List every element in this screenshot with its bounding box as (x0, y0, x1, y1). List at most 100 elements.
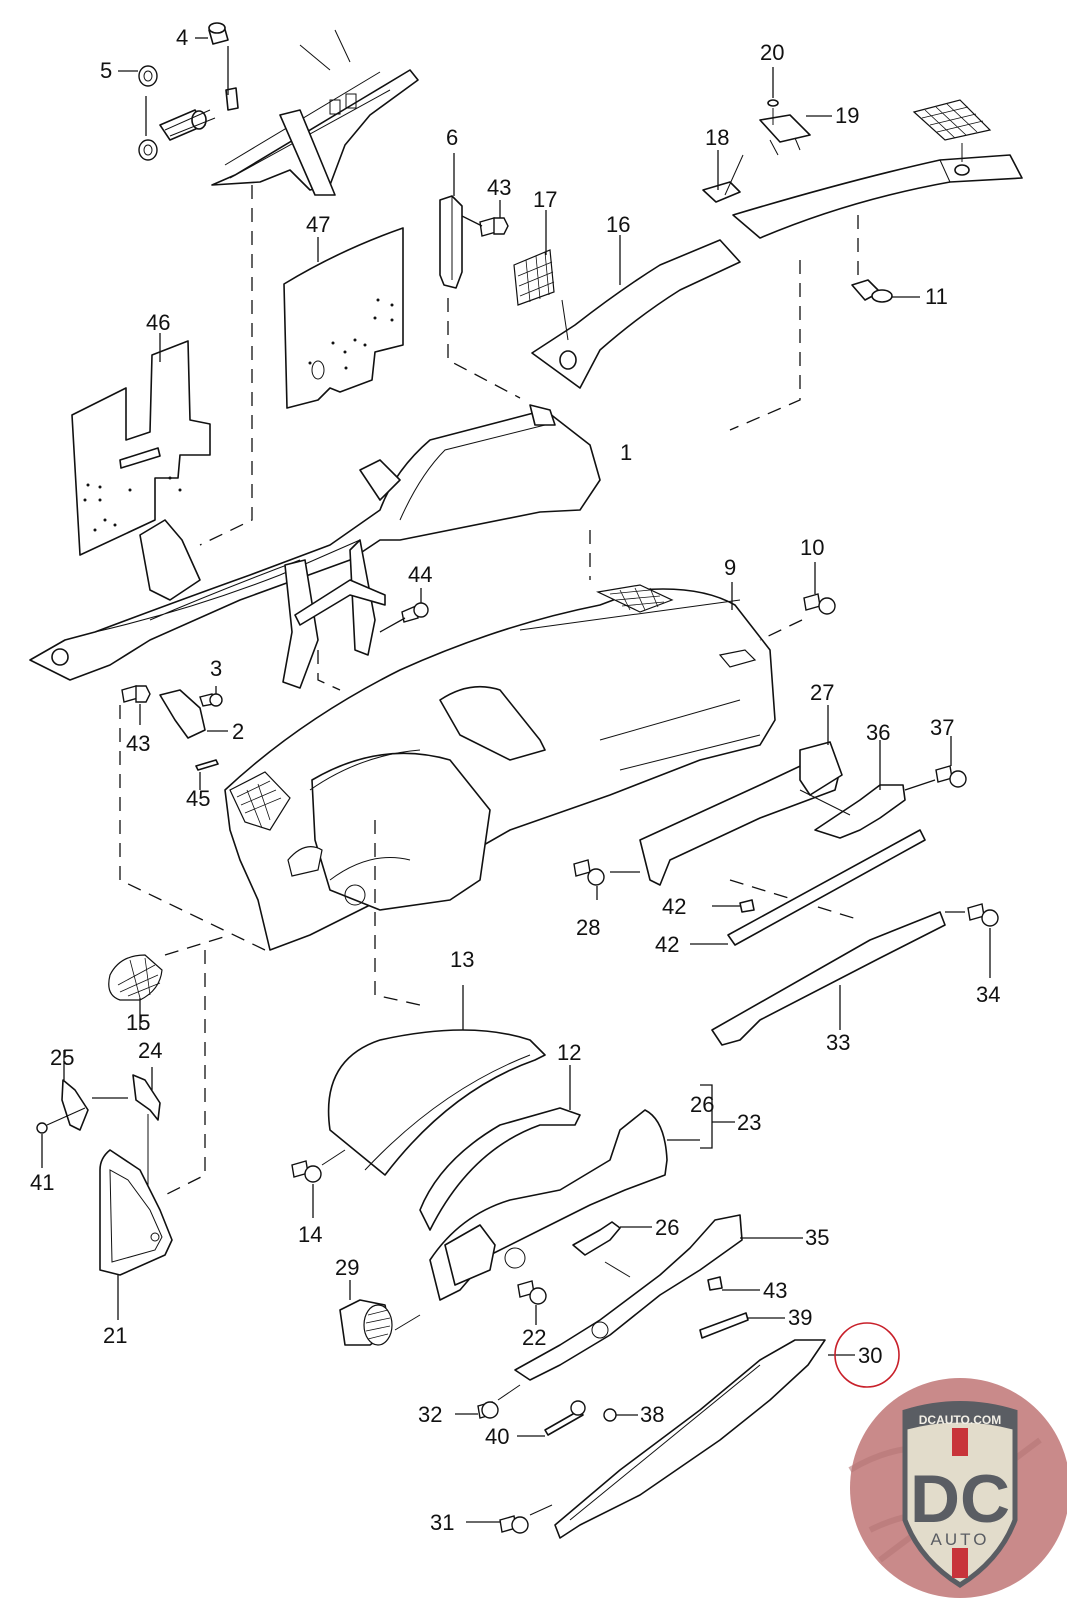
label-18: 18 (705, 125, 729, 150)
part-30-trim (554, 1339, 855, 1539)
part-21-trim (99, 950, 206, 1320)
part-29-vent (339, 1280, 421, 1346)
part-25-screw (517, 1280, 547, 1325)
part-41-strip (690, 829, 926, 946)
label-28: 28 (576, 915, 600, 940)
label-46: 46 (146, 310, 170, 335)
dcauto-logo: DCAUTO.COM DC AUTO (848, 1378, 1067, 1598)
logo-initials: DC (910, 1461, 1010, 1537)
steering-column-mount (159, 29, 419, 196)
label-25: 22 (522, 1325, 546, 1350)
part-47-insulation-panel (283, 227, 404, 409)
part-16-trim (531, 235, 741, 389)
label-1: 1 (620, 440, 632, 465)
part-4-bushing (195, 22, 229, 95)
part-19-bracket (759, 114, 832, 156)
label-42b: 43 (763, 1278, 787, 1303)
label-30: 30 (858, 1343, 882, 1368)
label-2: 2 (232, 719, 244, 744)
label-22: 24 (138, 1038, 162, 1063)
label-19: 19 (835, 103, 859, 128)
label-37: 37 (930, 715, 954, 740)
label-12: 12 (557, 1040, 581, 1065)
part-43-bolt-a (461, 200, 509, 237)
label-31: 31 (430, 1510, 454, 1535)
mesh-right (912, 99, 992, 162)
part-5-nuts (118, 65, 158, 161)
label-47: 47 (306, 212, 330, 237)
label-10: 10 (800, 535, 824, 560)
label-32: 33 (826, 1030, 850, 1055)
label-42a: 42 (662, 894, 686, 919)
part-36-handle (799, 740, 936, 839)
right-defroster-trim (732, 154, 1023, 239)
part-35-screw (455, 1384, 521, 1419)
logo-stripe-top (952, 1428, 968, 1456)
part-34-trim (514, 1214, 803, 1381)
label-29: 29 (335, 1255, 359, 1280)
label-5: 5 (100, 58, 112, 83)
part-14-screw (291, 1149, 346, 1218)
label-3: 3 (210, 656, 222, 681)
part-18-clip (702, 150, 744, 203)
part-37-screw (935, 736, 967, 788)
label-17: 17 (533, 187, 557, 212)
part-3-screw (199, 686, 223, 707)
logo-site-text: DCAUTO.COM (919, 1413, 1001, 1427)
label-43b: 43 (126, 731, 150, 756)
label-45: 45 (186, 786, 210, 811)
part-26-bracket-b (572, 1221, 652, 1278)
part-43-bolt-c (379, 588, 429, 633)
label-11: 11 (925, 284, 948, 309)
part-15-vent (108, 934, 231, 1030)
part-11-clip (851, 215, 920, 303)
label-26b: 26 (655, 1215, 679, 1240)
label-38: 40 (485, 1424, 509, 1449)
part-28-screw (573, 859, 640, 900)
part-46-insulation-panel (71, 333, 211, 556)
part-44-screw (36, 1107, 86, 1168)
part-27-glovebox-lid (639, 705, 861, 921)
part-32-rail (711, 911, 965, 1046)
label-14: 14 (298, 1222, 322, 1247)
part-40-strip (699, 1312, 785, 1339)
label-13: 13 (450, 947, 474, 972)
label-44: 41 (30, 1170, 54, 1195)
part-24-cluster-surround (429, 1084, 735, 1301)
label-20: 20 (760, 40, 784, 65)
part-10-screw (759, 562, 836, 641)
part-6-bracket (439, 153, 521, 399)
part-38-clip (517, 1400, 586, 1437)
label-33: 34 (976, 982, 1000, 1007)
label-9: 9 (724, 555, 736, 580)
label-23: 25 (50, 1045, 74, 1070)
logo-stripe-bottom (952, 1548, 968, 1578)
part-31-screw (466, 1504, 553, 1534)
label-15: 15 (126, 1010, 150, 1035)
label-36: 36 (866, 720, 890, 745)
logo-word: AUTO (931, 1530, 990, 1549)
label-43c: 44 (408, 562, 432, 587)
part-17-mesh (513, 210, 555, 306)
label-40: 39 (788, 1305, 812, 1330)
label-35: 32 (418, 1402, 442, 1427)
label-26a: 26 (690, 1092, 714, 1117)
part-13-cover (327, 985, 546, 1176)
part-23-bracket (61, 1050, 128, 1131)
callout-labels: 4 5 6 43 47 17 16 18 20 19 11 46 1 10 9 … (30, 25, 1000, 1535)
part-43-bolt-b (121, 685, 151, 725)
label-27: 27 (810, 680, 834, 705)
label-16: 16 (606, 212, 630, 237)
part-2-bracket (159, 689, 228, 739)
label-21: 21 (103, 1323, 127, 1348)
part-42-clip-a (712, 899, 755, 913)
label-24: 23 (737, 1110, 761, 1135)
label-6: 6 (446, 125, 458, 150)
highlight-circle (834, 1322, 900, 1388)
part-33-screw (967, 903, 999, 978)
label-34: 35 (805, 1225, 829, 1250)
part-42-clip-b (707, 1276, 760, 1291)
part-9-dashboard (224, 582, 776, 951)
label-39: 38 (640, 1402, 664, 1427)
